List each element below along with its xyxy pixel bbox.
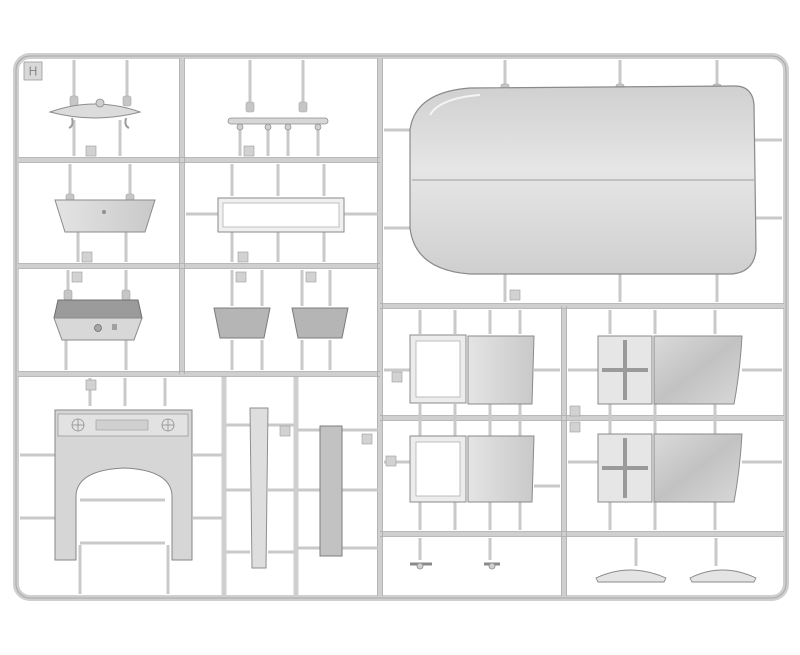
door-panel-upper-part bbox=[467, 335, 535, 405]
hinge-bar-part bbox=[227, 117, 329, 131]
long-strip-part bbox=[249, 407, 269, 569]
radiator-frame-part bbox=[54, 409, 193, 561]
small-plate-right-part bbox=[291, 307, 349, 339]
oval-lamp-part bbox=[48, 98, 142, 129]
long-frame-part bbox=[217, 197, 345, 233]
sprue-runner-edges bbox=[18, 58, 784, 596]
trapezoid-panel-part bbox=[54, 199, 156, 233]
curved-panel-upper-part bbox=[653, 335, 743, 405]
sprue-letter: H bbox=[28, 65, 37, 79]
sprue-runners bbox=[18, 58, 784, 596]
curved-panel-lower-part bbox=[653, 433, 743, 503]
door-frame-lower-part bbox=[409, 435, 467, 503]
small-handle-parts bbox=[410, 562, 500, 570]
small-plate-left-part bbox=[213, 307, 271, 339]
part-number-tabs bbox=[71, 145, 581, 467]
door-frame-upper-part bbox=[409, 334, 467, 404]
attachment-gates bbox=[20, 60, 782, 594]
curved-strip-parts bbox=[595, 569, 757, 583]
fan-icon bbox=[71, 418, 175, 432]
sprue-frame bbox=[13, 53, 789, 601]
cross-frame-upper-part bbox=[597, 335, 653, 405]
cross-frame-lower-part bbox=[597, 433, 653, 503]
sprue-letter-tag: H bbox=[23, 61, 43, 81]
door-panel-lower-part bbox=[467, 435, 535, 503]
hood-part bbox=[409, 85, 757, 275]
slotted-bar-part bbox=[319, 425, 343, 557]
instrument-panel-part bbox=[53, 299, 143, 341]
